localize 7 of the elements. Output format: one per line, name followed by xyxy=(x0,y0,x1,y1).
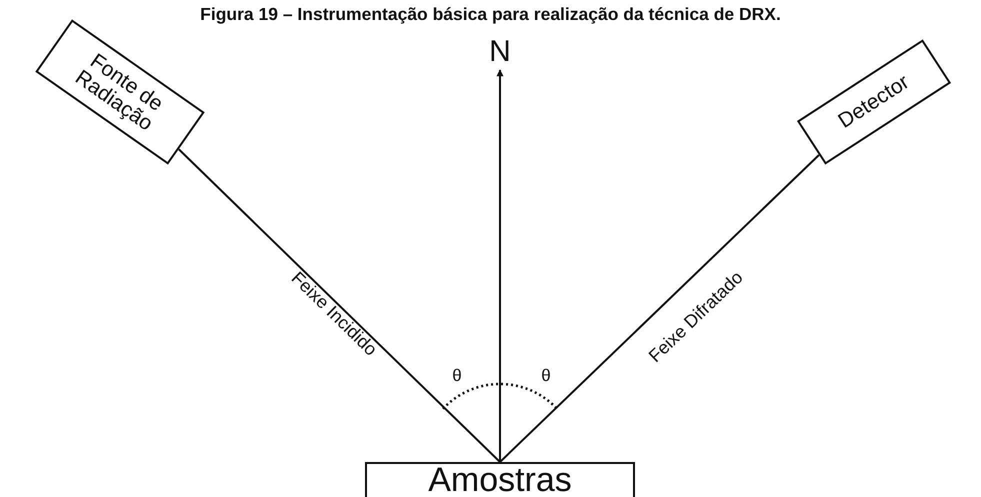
beam-line xyxy=(499,154,820,463)
instrument-box: Amostras xyxy=(365,462,635,497)
angle-label: θ xyxy=(452,366,462,386)
angle-label: θ xyxy=(541,366,551,386)
normal-label: N xyxy=(483,34,517,70)
beam-line xyxy=(178,148,501,463)
arrow xyxy=(496,69,504,462)
